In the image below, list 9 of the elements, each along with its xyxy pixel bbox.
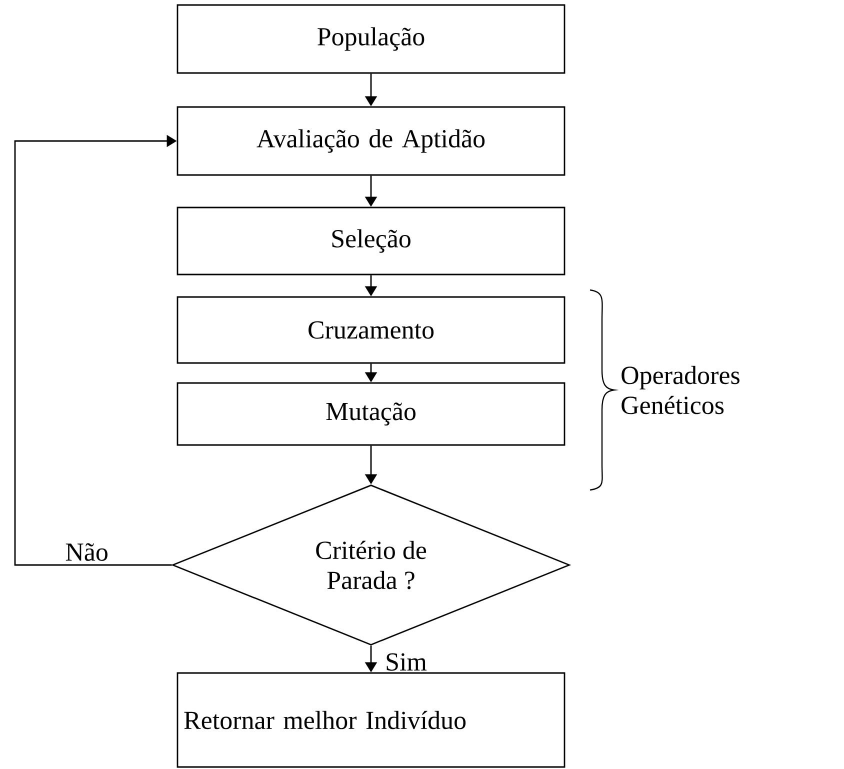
process-box: Seleção — [176, 206, 566, 276]
process-box: Retornar melhor Indivíduo — [176, 672, 566, 768]
process-box: Mutação — [176, 382, 566, 446]
process-box: População — [176, 4, 566, 74]
edge-label: Não — [64, 542, 110, 562]
process-box: Cruzamento — [176, 296, 566, 364]
process-box: Avaliação de Aptidão — [176, 106, 566, 176]
edge-label: Sim — [384, 652, 428, 672]
group-label: Operadores Genéticos — [622, 366, 740, 414]
